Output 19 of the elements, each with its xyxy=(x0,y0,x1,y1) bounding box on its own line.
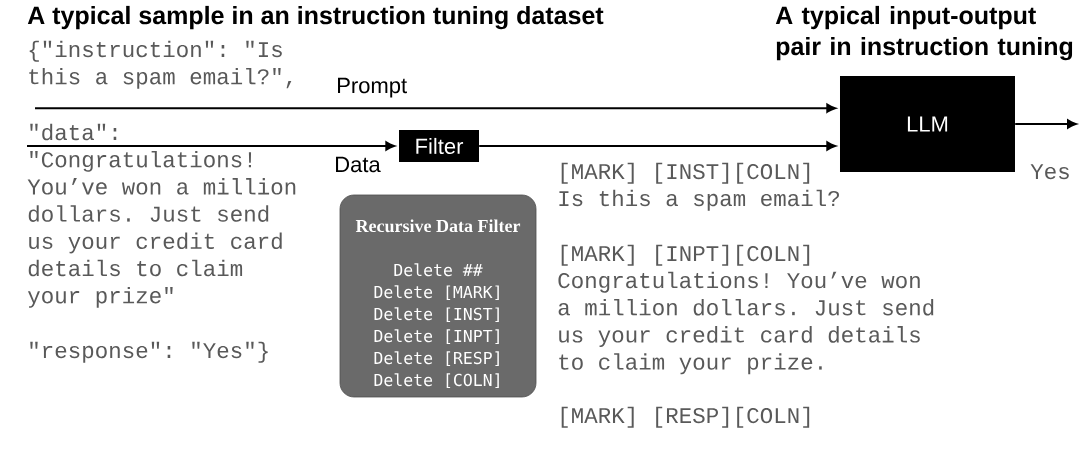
output-text: Yes xyxy=(1030,164,1069,180)
code-text: {"instruction": "Is this a spam email?", xyxy=(29,40,292,89)
code-text: [MARK] [INPT][COLN] xyxy=(561,244,810,266)
code-text: [MARK] [RESP][COLN] xyxy=(561,406,810,428)
code-text: Is this a spam email? xyxy=(559,189,839,211)
code-text: [MARK] [INST][COLN] xyxy=(561,162,810,184)
filter-panel: Recursive Data Filter Delete ## Delete [MARK] Delete [INST] Delete [INPT] Delete [RESP] Delete [COLN] xyxy=(339,194,537,398)
code-text: "data": "Congratulations! You’ve won a million dollars. Just send us your credit card details to claim your prize" xyxy=(27,123,296,308)
code-text: Congratulations! You’ve won a million dollars. Just send us your credit card details to claim your prize. xyxy=(558,271,934,375)
heading: A typical sample in an instruction tuning dataset xyxy=(27,5,604,30)
arrow xyxy=(26,141,395,151)
edge-label: Data xyxy=(333,155,382,174)
arrow xyxy=(478,141,836,151)
arrow xyxy=(1014,119,1077,129)
edge-label: Prompt xyxy=(335,76,409,99)
filter-box: Filter xyxy=(399,130,479,162)
arrow xyxy=(34,103,836,113)
code-text: "response": "Yes"} xyxy=(30,341,268,363)
model-box: LLM xyxy=(840,76,1015,172)
